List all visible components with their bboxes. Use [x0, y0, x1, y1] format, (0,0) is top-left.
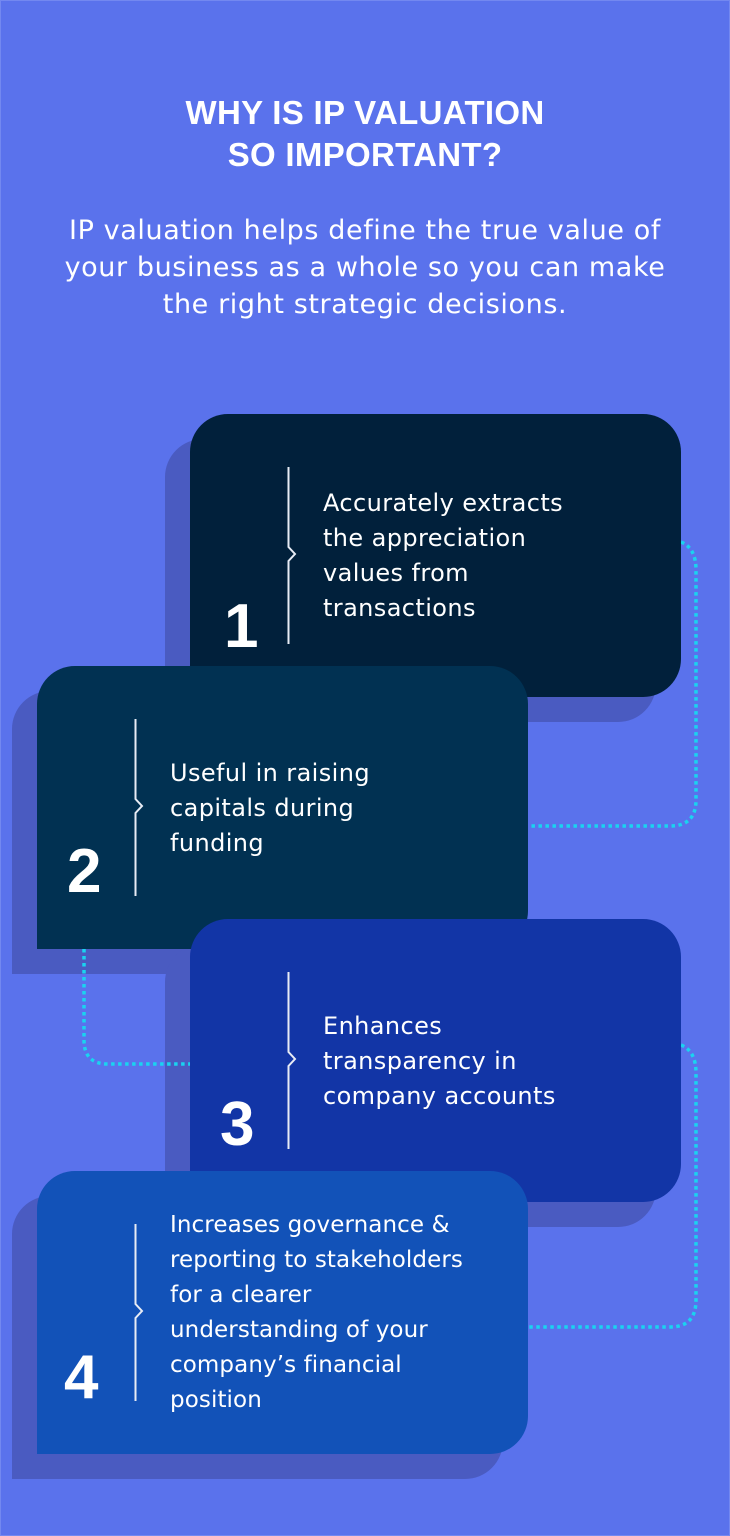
- page-title: WHY IS IP VALUATION SO IMPORTANT?: [0, 92, 730, 176]
- connector-1-to-2: [528, 540, 698, 828]
- card-1-number: 1: [224, 592, 259, 661]
- bracket-chevron-icon: [134, 1224, 144, 1401]
- connector-3-to-4: [528, 1043, 698, 1329]
- title-line-2: SO IMPORTANT?: [227, 136, 503, 173]
- connector-2-to-3: [82, 949, 190, 1066]
- bracket-chevron-icon: [287, 467, 297, 644]
- card-4-text: Increases governance & reporting to stak…: [170, 1212, 463, 1413]
- card-2-text: Useful in raising capitals during fundin…: [170, 759, 370, 857]
- card-4-number: 4: [64, 1343, 99, 1412]
- card-3: 3 Enhances transparency in company accou…: [190, 919, 681, 1202]
- card-1: 1 Accurately extracts the appreciation v…: [190, 414, 681, 697]
- card-1-text: Accurately extracts the appreciation val…: [323, 489, 564, 622]
- title-line-1: WHY IS IP VALUATION: [185, 94, 545, 131]
- page-subtitle: IP valuation helps define the true value…: [64, 215, 666, 320]
- card-2-number: 2: [67, 837, 102, 906]
- bracket-chevron-icon: [287, 972, 297, 1149]
- card-3-number: 3: [220, 1090, 255, 1159]
- card-3-text: Enhances transparency in company account…: [323, 1012, 556, 1110]
- bracket-chevron-icon: [134, 719, 144, 896]
- card-4: 4 Increases governance & reporting to st…: [37, 1171, 528, 1454]
- card-2: 2 Useful in raising capitals during fund…: [37, 666, 528, 949]
